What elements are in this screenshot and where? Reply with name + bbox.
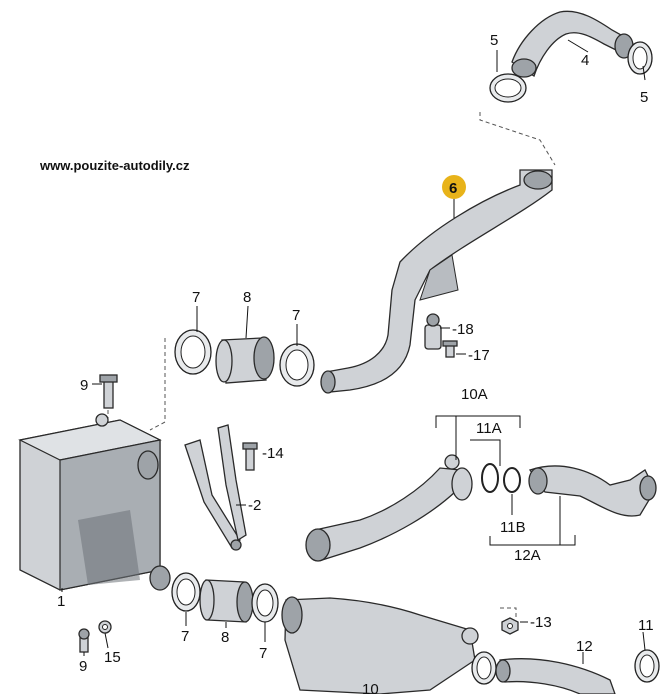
part-9-bolt-lower xyxy=(78,628,90,653)
dash-13 xyxy=(500,607,517,620)
part-2-bracket xyxy=(184,424,247,551)
part-6-charge-pipe xyxy=(320,169,553,394)
part-17-bolt xyxy=(442,340,458,358)
callout-12: 12 xyxy=(576,638,593,655)
dash-line-4-6 xyxy=(479,112,556,166)
callout-7-lower-right: 7 xyxy=(259,645,267,662)
callout-9-lower: 9 xyxy=(79,658,87,675)
part-5-clamp-left xyxy=(489,73,527,103)
watermark-text: www.pouzite-autodily.cz xyxy=(39,158,190,173)
callout-7-lower-left: 7 xyxy=(181,628,189,645)
bracket-10A xyxy=(435,415,521,428)
callout-8-upper: 8 xyxy=(243,289,251,306)
part-10A-hose xyxy=(305,454,473,562)
callout-6: 6 xyxy=(449,180,457,197)
callout-15: 15 xyxy=(104,649,121,666)
callout-11: 11 xyxy=(638,617,654,634)
part-14-bolt xyxy=(242,442,258,471)
part-7-clamp-upper-right xyxy=(279,343,315,387)
part-15-washer xyxy=(98,620,112,634)
callout-4: 4 xyxy=(581,52,589,69)
part-5-clamp-right xyxy=(627,41,653,75)
part-8-sleeve-lower xyxy=(199,579,254,623)
callout-5-top-left: 5 xyxy=(490,32,498,49)
part-8-sleeve-upper xyxy=(215,336,275,384)
part-7-clamp-bottom-right xyxy=(471,651,497,685)
part-11B-o-ring xyxy=(503,467,521,493)
part-11-clamp xyxy=(634,649,660,683)
part-11A-o-ring xyxy=(481,463,499,493)
callout-13: -13 xyxy=(530,614,552,631)
part-18-sensor xyxy=(424,313,442,350)
callout-2: -2 xyxy=(248,497,261,514)
callout-9-upper: 9 xyxy=(80,377,88,394)
callout-5-top-right: 5 xyxy=(640,89,648,106)
callout-14: -14 xyxy=(262,445,284,462)
part-1-intercooler xyxy=(18,413,171,591)
callout-7-upper-left: 7 xyxy=(192,289,200,306)
part-4-hose xyxy=(511,10,634,78)
callout-7-upper-right: 7 xyxy=(292,307,300,324)
part-13-nut xyxy=(501,617,519,635)
part-7-clamp-lower-left xyxy=(171,572,201,612)
callout-17: -17 xyxy=(468,347,490,364)
dash-line-upper xyxy=(149,338,166,431)
callout-8-lower: 8 xyxy=(221,629,229,646)
lead-11A xyxy=(470,439,501,466)
callout-12A: 12A xyxy=(514,547,541,564)
part-7-clamp-upper-left xyxy=(174,329,212,375)
part-7-clamp-lower-right xyxy=(251,583,279,623)
part-12A-hose xyxy=(528,465,657,517)
callout-10A: 10A xyxy=(461,386,488,403)
leader-lines xyxy=(61,39,646,664)
part-12-hose xyxy=(495,658,616,694)
callout-1: 1 xyxy=(57,593,65,610)
callout-11A: 11A xyxy=(476,420,502,437)
callout-6-highlight: 6 xyxy=(442,175,466,199)
part-9-bolt-upper xyxy=(99,374,118,409)
callout-11B: 11B xyxy=(500,519,526,536)
part-10-lower-pipe xyxy=(281,596,479,694)
callout-18: -18 xyxy=(452,321,474,338)
callout-10: 10 xyxy=(362,681,379,694)
bracket-12A xyxy=(489,535,576,546)
